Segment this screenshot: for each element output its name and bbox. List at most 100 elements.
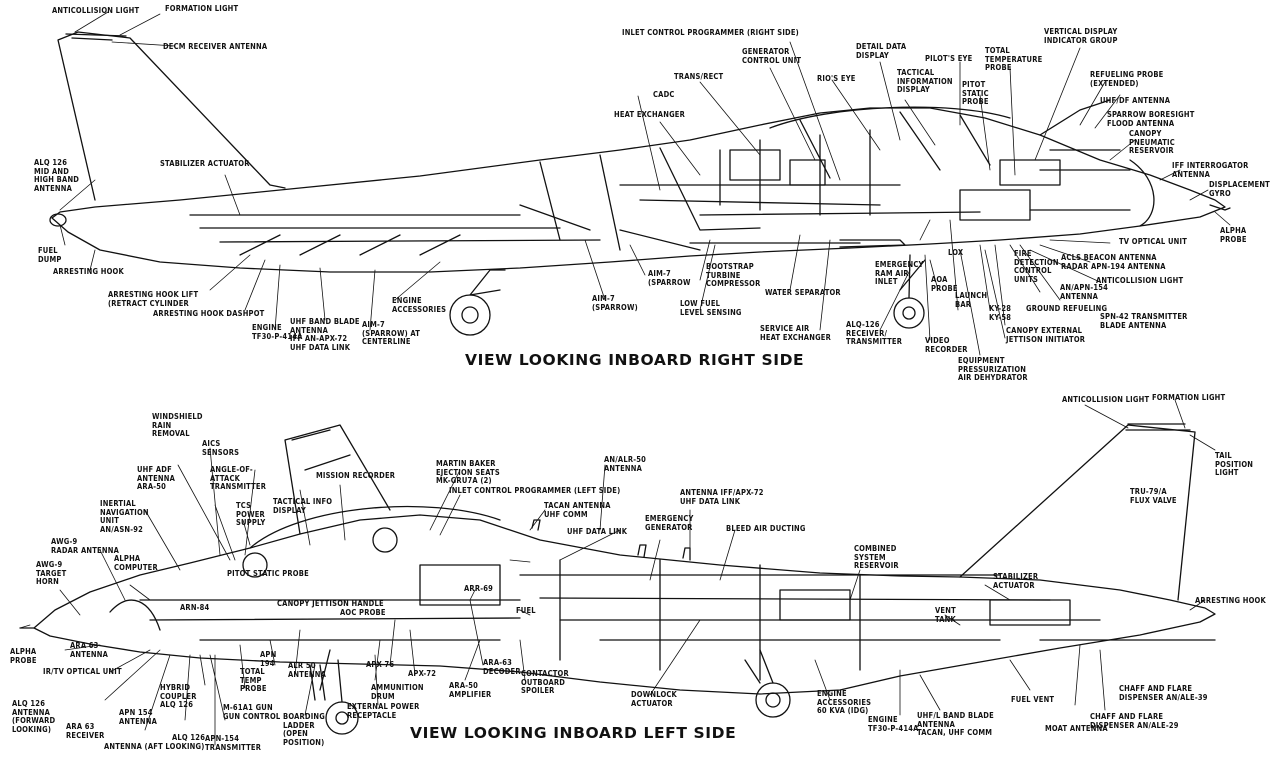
r-rios-eye: RIO'S EYE	[817, 74, 856, 83]
r-launch-bar: LAUNCH BAR	[955, 291, 988, 309]
leader-lines	[19, 11, 1231, 746]
r-bootstrap-turbine: BOOTSTRAP TURBINE COMPRESSOR	[706, 262, 761, 288]
l-inertial-navigation-unit: INERTIAL NAVIGATION UNIT AN/ASN-92	[100, 499, 149, 534]
r-iff-interrogator-antenna: IFF INTERROGATOR ANTENNA	[1172, 161, 1249, 179]
l-engine: ENGINE TF30-P-414A	[868, 715, 919, 733]
l-combined-system-reservoir: COMBINED SYSTEM RESERVOIR	[854, 544, 899, 570]
r-uhf-df-antenna: UHF/DF ANTENNA	[1100, 96, 1171, 105]
l-alr50-antenna: ALR 50 ANTENNA	[288, 661, 326, 679]
l-emergency-generator: EMERGENCY GENERATOR	[645, 514, 694, 532]
l-apx76: APX 76	[366, 660, 395, 669]
l-alq126-forward-looking: ALQ 126 ANTENNA (FORWARD LOOKING)	[12, 699, 56, 734]
l-mission-recorder: MISSION RECORDER	[316, 471, 396, 480]
l-antenna-aft-looking: ANTENNA (AFT LOOKING)	[104, 742, 205, 751]
l-tru79a-flux-valve: TRU-79/A FLUX VALVE	[1130, 487, 1177, 505]
l-engine-accessories: ENGINE ACCESSORIES 60 KVA (IDG)	[817, 689, 872, 715]
l-inlet-control-programmer: INLET CONTROL PROGRAMMER (LEFT SIDE)	[449, 486, 621, 495]
r-acls-beacon-antenna: ACLS BEACON ANTENNA RADAR APN-194 ANTENN…	[1061, 253, 1166, 271]
r-aoa-probe: AOA PROBE	[931, 275, 958, 293]
r-pitot-static-probe: PITOT STATIC PROBE	[962, 80, 989, 106]
l-hybrid-coupler-alq126: HYBRID COUPLER ALQ 126	[160, 683, 197, 709]
r-detail-data-display: DETAIL DATA DISPLAY	[856, 42, 907, 60]
r-engine: ENGINE TF30-P-414A	[252, 323, 303, 341]
l-aics-sensors: AICS SENSORS	[202, 439, 240, 457]
right-view-title: VIEW LOOKING INBOARD RIGHT SIDE	[465, 351, 805, 369]
r-service-air-heat-exchanger: SERVICE AIR HEAT EXCHANGER	[760, 324, 832, 342]
r-arresting-hook: ARRESTING HOOK	[53, 267, 124, 276]
l-ir-tv-optical-unit: IR/TV OPTICAL UNIT	[43, 667, 122, 676]
l-awg9-radar-antenna: AWG-9 RADAR ANTENNA	[51, 537, 119, 555]
l-stabilizer-actuator: STABILIZER ACTUATOR	[993, 572, 1039, 590]
r-canopy-external-jettison: CANOPY EXTERNAL JETTISON INITIATOR	[1006, 326, 1086, 344]
r-decm-receiver-antenna: DECM RECEIVER ANTENNA	[163, 42, 268, 51]
r-low-fuel-level: LOW FUEL LEVEL SENSING	[680, 299, 742, 317]
l-tacan-antenna-uhf-comm: TACAN ANTENNA UHF COMM	[544, 501, 611, 519]
r-uhf-band-blade: UHF BAND BLADE ANTENNA IFF AN-APX-72 UHF…	[290, 317, 360, 352]
r-refueling-probe: REFUELING PROBE (EXTENDED)	[1090, 70, 1164, 88]
l-m61a1-gun: M-61A1 GUN GUN CONTROL	[223, 703, 281, 721]
l-boarding-ladder: BOARDING LADDER (OPEN POSITION)	[283, 712, 325, 747]
r-lox: LOX	[948, 248, 964, 257]
r-canopy-pneumatic-reservoir: CANOPY PNEUMATIC RESERVOIR	[1129, 129, 1175, 155]
l-arr69: ARR-69	[464, 584, 494, 593]
l-an-alr50-antenna: AN/ALR-50 ANTENNA	[604, 455, 647, 473]
l-bleed-air-ducting: BLEED AIR DUCTING	[726, 524, 806, 533]
r-heat-exchanger: HEAT EXCHANGER	[614, 110, 686, 119]
r-arresting-hook-lift: ARRESTING HOOK LIFT (RETRACT CYLINDER	[108, 290, 199, 308]
l-ara63-antenna: ARA 63 ANTENNA	[70, 641, 108, 659]
r-formation-light: FORMATION LIGHT	[165, 4, 239, 13]
r-water-separator: WATER SEPARATOR	[765, 288, 841, 297]
l-tcs-power-supply: TCS POWER SUPPLY	[236, 501, 266, 527]
r-fire-detection: FIRE DETECTION CONTROL UNITS	[1014, 249, 1059, 284]
l-uhf-l-band-blade: UHF/L BAND BLADE ANTENNA TACAN, UHF COMM	[917, 711, 994, 737]
l-alpha-computer: ALPHA COMPUTER	[114, 554, 158, 572]
r-aim7-centerline: AIM-7 (SPARROW) AT CENTERLINE	[362, 320, 421, 346]
r-video-recorder: VIDEO RECORDER	[925, 336, 968, 354]
r-fuel-dump: FUEL DUMP	[38, 246, 62, 264]
r-ky28-ky58: KY-28 KY-58	[989, 304, 1012, 322]
l-fuel-vent: FUEL VENT	[1011, 695, 1055, 704]
l-fuel: FUEL	[516, 606, 536, 615]
r-anticollision-light-2: ANTICOLLISION LIGHT	[1096, 276, 1184, 285]
r-arresting-hook-dashpot: ARRESTING HOOK DASHPOT	[153, 309, 265, 318]
l-chaff-flare-ale29: CHAFF AND FLARE DISPENSER AN/ALE-29	[1090, 712, 1179, 730]
r-spn42-transmitter: SPN-42 TRANSMITTER BLADE ANTENNA	[1100, 312, 1188, 330]
left-view-title: VIEW LOOKING INBOARD LEFT SIDE	[410, 724, 737, 742]
l-martin-baker-ejection-seats: MARTIN BAKER EJECTION SEATS MK-GRU7A (2)	[436, 459, 500, 485]
l-contactor-outboard-spoiler: CONTACTOR OUTBOARD SPOILER	[521, 669, 569, 695]
l-aoc-probe: AOC PROBE	[340, 608, 386, 617]
r-engine-accessories: ENGINE ACCESSORIES	[392, 296, 447, 314]
l-ara50-amplifier: ARA-50 AMPLIFIER	[449, 681, 492, 699]
l-alpha-probe: ALPHA PROBE	[10, 647, 37, 665]
r-stabilizer-actuator: STABILIZER ACTUATOR	[160, 159, 250, 168]
r-generator-control-unit: GENERATOR CONTROL UNIT	[742, 47, 802, 65]
l-uhf-adf-antenna: UHF ADF ANTENNA ARA-50	[137, 465, 175, 491]
r-tactical-information-display: TACTICAL INFORMATION DISPLAY	[897, 68, 953, 94]
l-antenna-iff-apx72: ANTENNA IFF/APX-72 UHF DATA LINK	[680, 488, 764, 506]
l-tail-position-light: TAIL POSITION LIGHT	[1215, 451, 1254, 477]
l-canopy-jettison-handle: CANOPY JETTISON HANDLE	[277, 599, 384, 608]
l-formation-light: FORMATION LIGHT	[1152, 393, 1226, 402]
r-anticollision-light: ANTICOLLISION LIGHT	[52, 6, 140, 15]
l-apn154-antenna: APN 154 ANTENNA	[119, 708, 157, 726]
l-awg9-target-horn: AWG-9 TARGET HORN	[36, 560, 67, 586]
l-uhf-data-link: UHF DATA LINK	[567, 527, 628, 536]
l-ammunition-drum: AMMUNITION DRUM	[371, 683, 424, 701]
r-aim7-1: AIM-7 (SPARROW)	[592, 294, 638, 312]
l-tactical-info-display: TACTICAL INFO DISPLAY	[273, 497, 333, 515]
l-ara63-decoder: ARA-63 DECODER	[483, 658, 521, 676]
r-alpha-probe: ALPHA PROBE	[1220, 226, 1247, 244]
l-windshield-rain-removal: WINDSHIELD RAIN REMOVAL	[152, 412, 203, 438]
r-cadc: CADC	[653, 90, 675, 99]
l-chaff-flare-ale39: CHAFF AND FLARE DISPENSER AN/ALE-39	[1119, 684, 1208, 702]
l-pitot-static-probe: PITOT STATIC PROBE	[227, 569, 309, 578]
r-equipment-pressurization: EQUIPMENT PRESSURIZATION AIR DEHYDRATOR	[958, 356, 1028, 382]
l-vent-tank: VENT TANK	[935, 606, 956, 624]
right-side-aircraft	[49, 31, 1231, 336]
left-side-aircraft	[19, 423, 1216, 735]
r-displacement-gyro: DISPLACEMENT GYRO	[1209, 180, 1270, 198]
r-an-apn-154: AN/APN-154 ANTENNA	[1060, 283, 1109, 301]
l-anticollision-light: ANTICOLLISION LIGHT	[1062, 395, 1150, 404]
r-trans-rect: TRANS/RECT	[674, 72, 724, 81]
